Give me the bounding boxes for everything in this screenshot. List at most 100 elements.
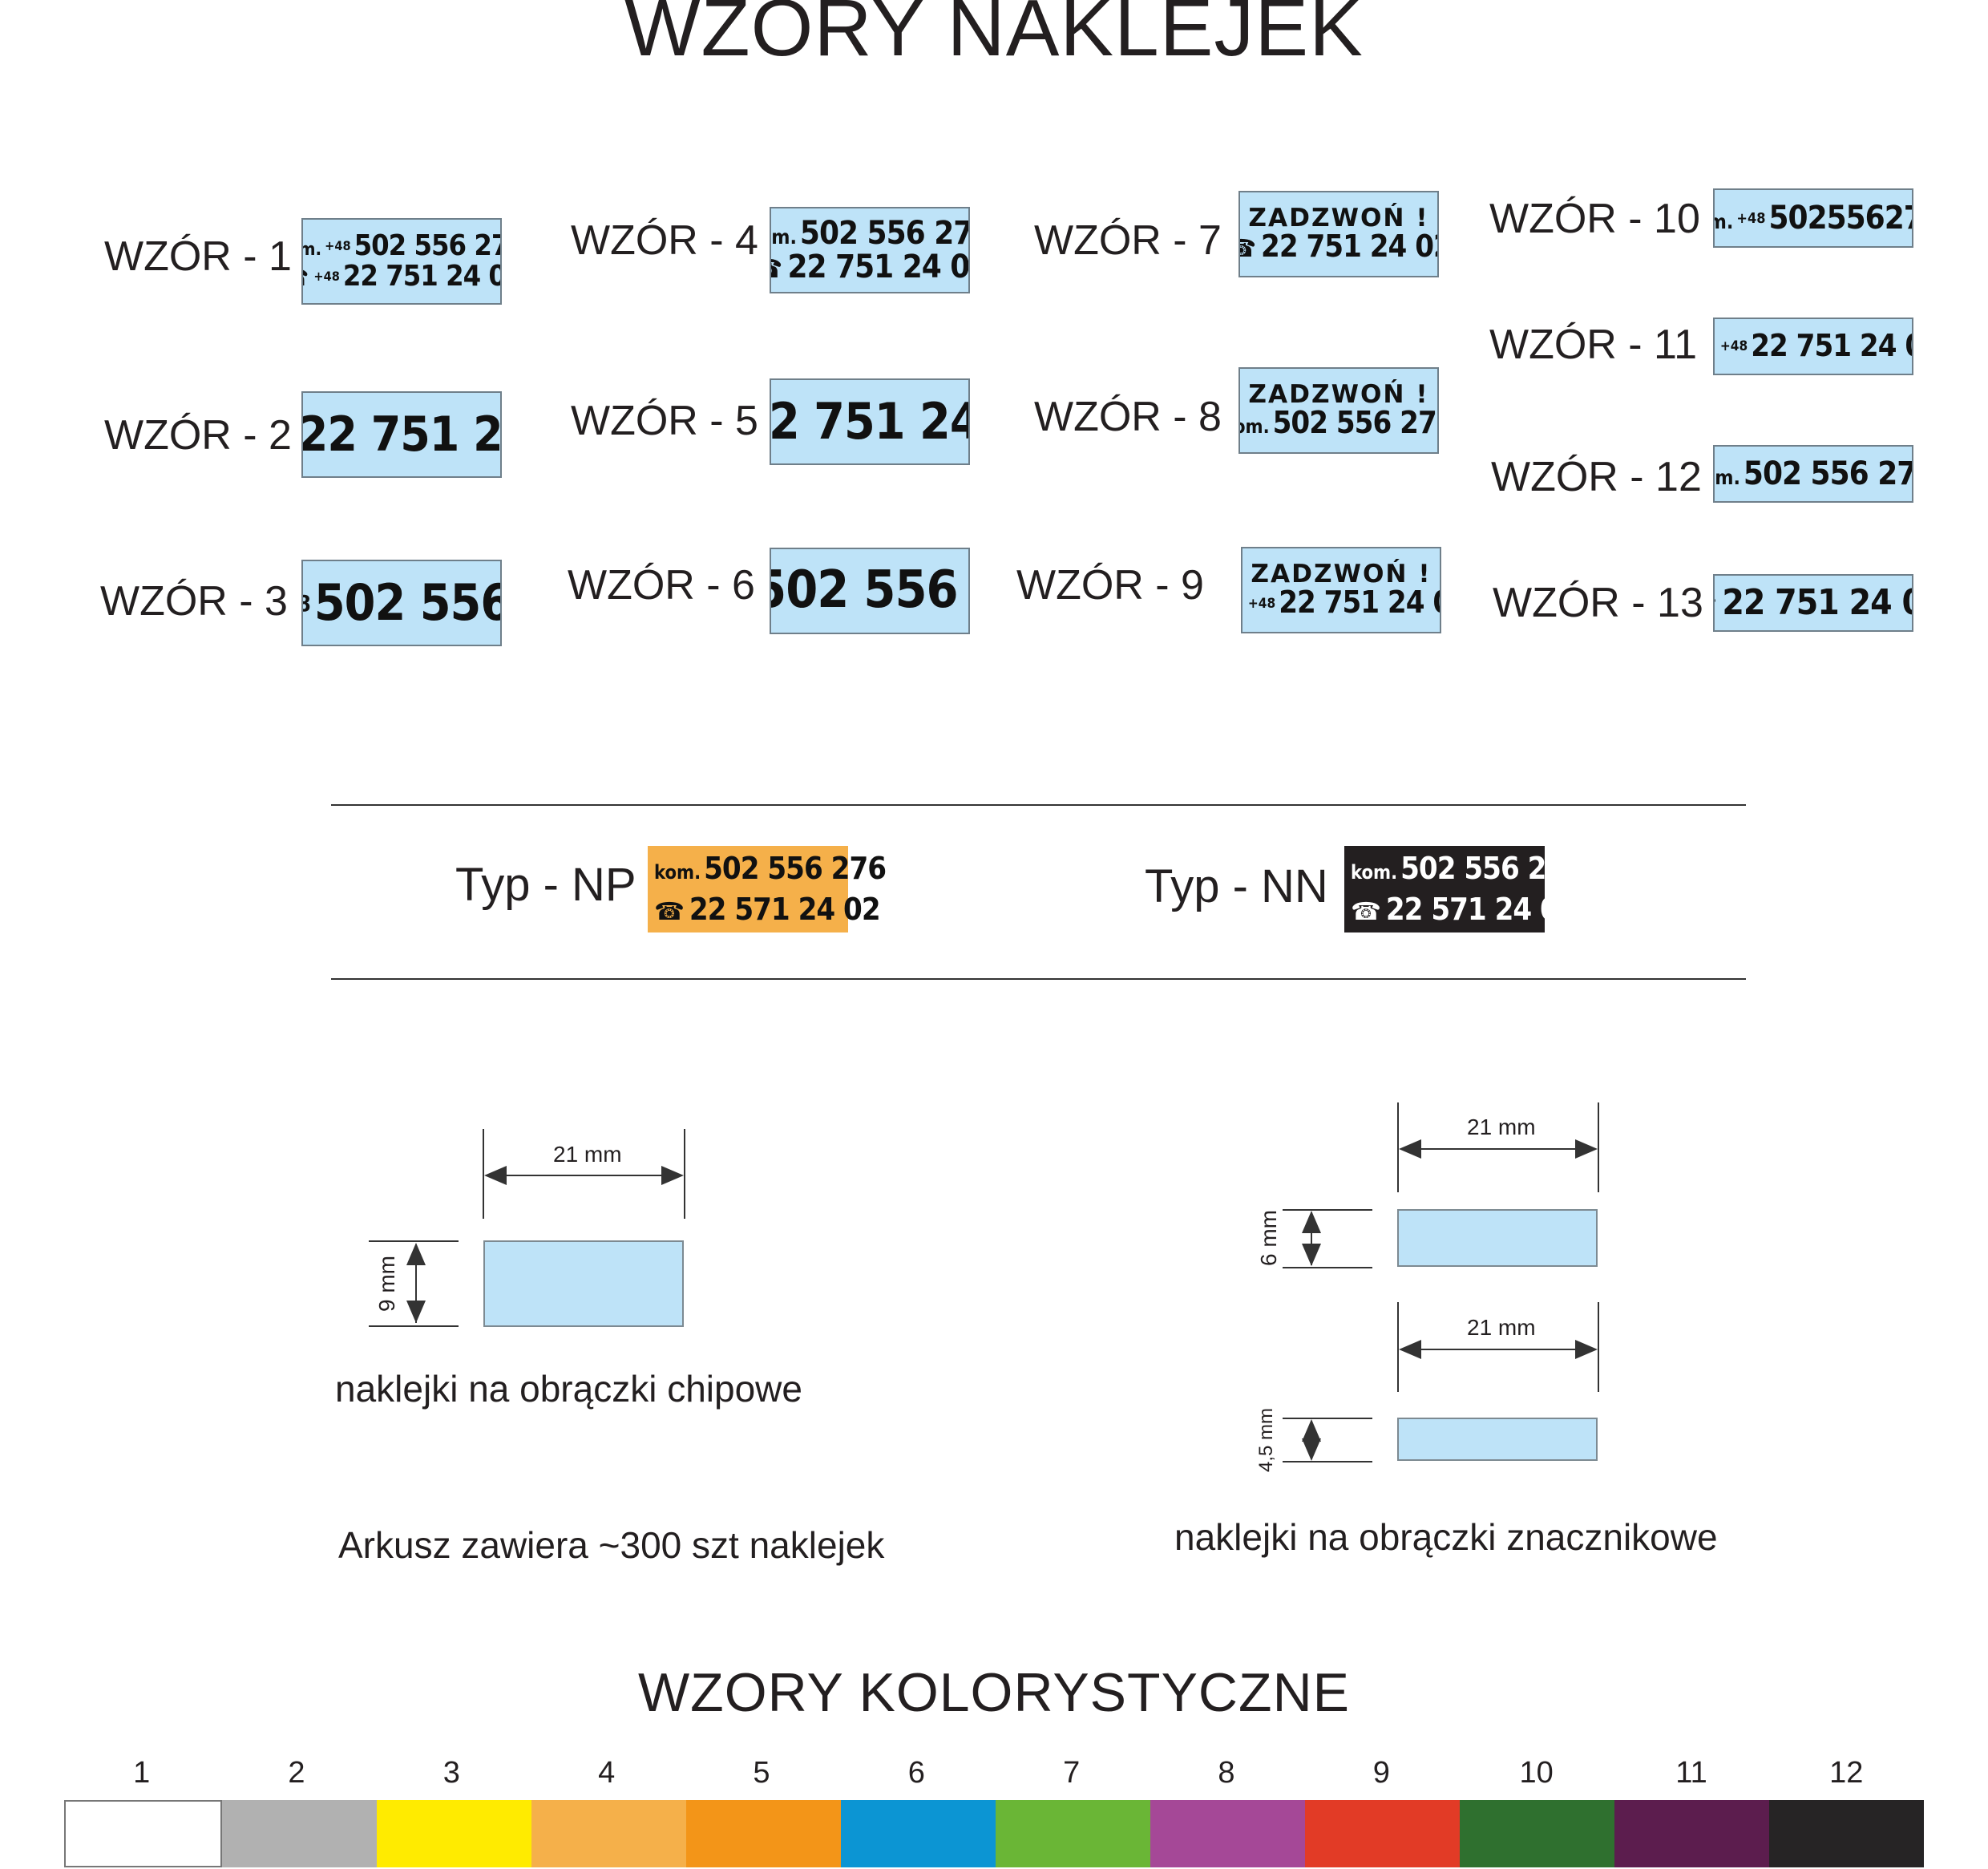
arrow-left-icon	[1399, 1340, 1421, 1359]
pattern-label: WZÓR - 5	[571, 398, 758, 444]
arrow-left-icon	[484, 1166, 507, 1185]
dim-extension-line	[684, 1129, 685, 1219]
call-to-action-text: ZADZWOŃ !	[1248, 379, 1429, 409]
marker-sticker-shape-1	[1397, 1209, 1598, 1267]
mobile-prefix: kom.	[303, 239, 322, 261]
phone-icon: ☎	[1351, 898, 1381, 926]
phone-icon: ☎	[1715, 590, 1717, 621]
phone-number: 22 751 24 02	[1261, 229, 1439, 265]
sticker-line: ☎22 751 24 02	[1715, 581, 1912, 623]
divider-top	[331, 804, 1746, 806]
color-number: 4	[598, 1756, 616, 1790]
phone-icon: ☎	[1242, 593, 1243, 618]
arrow-right-icon	[661, 1166, 684, 1185]
marker-height-label-2: 4,5 mm	[1255, 1407, 1278, 1473]
dim-extension-line	[1283, 1461, 1372, 1462]
call-to-action-text: ZADZWOŃ !	[1248, 203, 1429, 233]
color-swatch	[1150, 1800, 1305, 1867]
pattern-label: WZÓR - 8	[1034, 394, 1222, 440]
sticker-line: ☎22 751 24 02	[770, 392, 968, 451]
phone-number: 502 556 276	[1272, 405, 1439, 441]
color-number: 5	[753, 1756, 770, 1790]
sticker-line: ☎22 571 24 02	[654, 889, 881, 930]
sticker-line: ☎22 751 24 02	[771, 250, 968, 284]
country-code: +48	[325, 237, 351, 253]
color-swatch	[377, 1800, 531, 1867]
color-number: 8	[1218, 1756, 1235, 1790]
dim-extension-line	[1283, 1418, 1372, 1419]
sticker-line: kom.502 556 276	[1240, 405, 1439, 441]
phone-icon: ☎	[1240, 237, 1256, 262]
sticker-line: kom.+48502556276	[1715, 200, 1912, 237]
pattern-label: WZÓR - 1	[104, 233, 292, 280]
dim-extension-line	[1598, 1102, 1599, 1192]
sticker-line: ZADZWOŃ !	[1251, 560, 1431, 588]
colors-title: WZORY KOLORYSTYCZNE	[637, 1662, 1351, 1723]
dim-extension-line	[1283, 1267, 1372, 1268]
color-swatch	[222, 1800, 377, 1867]
phone-number: 22 751 24 02	[301, 406, 502, 463]
color-swatch	[996, 1800, 1150, 1867]
color-number: 1	[133, 1756, 151, 1790]
color-swatch	[1305, 1800, 1460, 1867]
country-code: +48	[303, 592, 311, 616]
phone-number: 502 556 276	[799, 215, 968, 252]
pattern-label: WZÓR - 4	[571, 217, 758, 264]
phone-icon: ☎	[654, 898, 685, 926]
phone-icon: ☎	[1713, 336, 1715, 362]
chip-caption: naklejki na obrączki chipowe	[335, 1368, 802, 1410]
color-number: 3	[442, 1756, 460, 1790]
pattern-sticker: ZADZWOŃ !kom.502 556 276	[1238, 367, 1439, 454]
country-code: +48	[1736, 209, 1766, 227]
sticker-line: kom.502 556 276	[1351, 848, 1583, 889]
sticker-line: ZADZWOŃ !	[1248, 203, 1429, 233]
mobile-prefix: kom.	[1351, 860, 1398, 884]
type-sticker: kom.502 556 276☎22 571 24 02	[1344, 846, 1583, 932]
pattern-sticker: ☎22 751 24 02	[770, 378, 970, 465]
arrow-up-icon	[1302, 1211, 1321, 1233]
pattern-sticker: kom.502 556 276	[1713, 445, 1913, 503]
type-label: Typ - NN	[1145, 860, 1328, 912]
sticker-line: ☎22 571 24 02	[1351, 889, 1578, 930]
pattern-label: WZÓR - 10	[1489, 196, 1700, 242]
color-swatch	[64, 1800, 222, 1867]
dim-extension-line	[369, 1240, 459, 1242]
phone-number: 22 751 24 02	[770, 392, 968, 451]
phone-number: 22 751 24 02	[342, 260, 500, 293]
arrow-left-icon	[1399, 1139, 1421, 1159]
pattern-label: WZÓR - 7	[1034, 217, 1222, 264]
arrow-up-icon	[1302, 1419, 1321, 1442]
pattern-label: WZÓR - 6	[568, 562, 755, 609]
phone-number: 22 751 24 02	[1722, 581, 1912, 623]
phone-icon: ☎	[771, 255, 782, 283]
pattern-label: WZÓR - 9	[1016, 562, 1204, 609]
dim-extension-line	[483, 1129, 484, 1219]
sheet-note: Arkusz zawiera ~300 szt naklejek	[338, 1524, 885, 1566]
dim-extension-line	[1283, 1209, 1372, 1211]
color-number: 12	[1829, 1756, 1864, 1790]
phone-number: 22 751 24 02	[1751, 328, 1912, 364]
color-number: 2	[288, 1756, 305, 1790]
mobile-prefix: kom.	[654, 860, 701, 884]
color-swatch	[841, 1800, 996, 1867]
pattern-label: WZÓR - 3	[100, 578, 288, 625]
phone-number: 502 556 276	[704, 850, 887, 886]
mobile-prefix: kom.	[1240, 415, 1270, 439]
pattern-sticker: kom.502 556 276	[770, 548, 970, 634]
color-swatch	[1769, 1800, 1924, 1867]
arrow-down-icon	[406, 1301, 426, 1323]
mobile-prefix: kom.	[1715, 210, 1734, 233]
pattern-label: WZÓR - 2	[104, 412, 292, 459]
dim-arrow-line	[486, 1175, 681, 1176]
sticker-line: ZADZWOŃ !	[1248, 379, 1429, 409]
pattern-label: WZÓR - 12	[1491, 454, 1702, 500]
arrow-down-icon	[1302, 1244, 1321, 1266]
